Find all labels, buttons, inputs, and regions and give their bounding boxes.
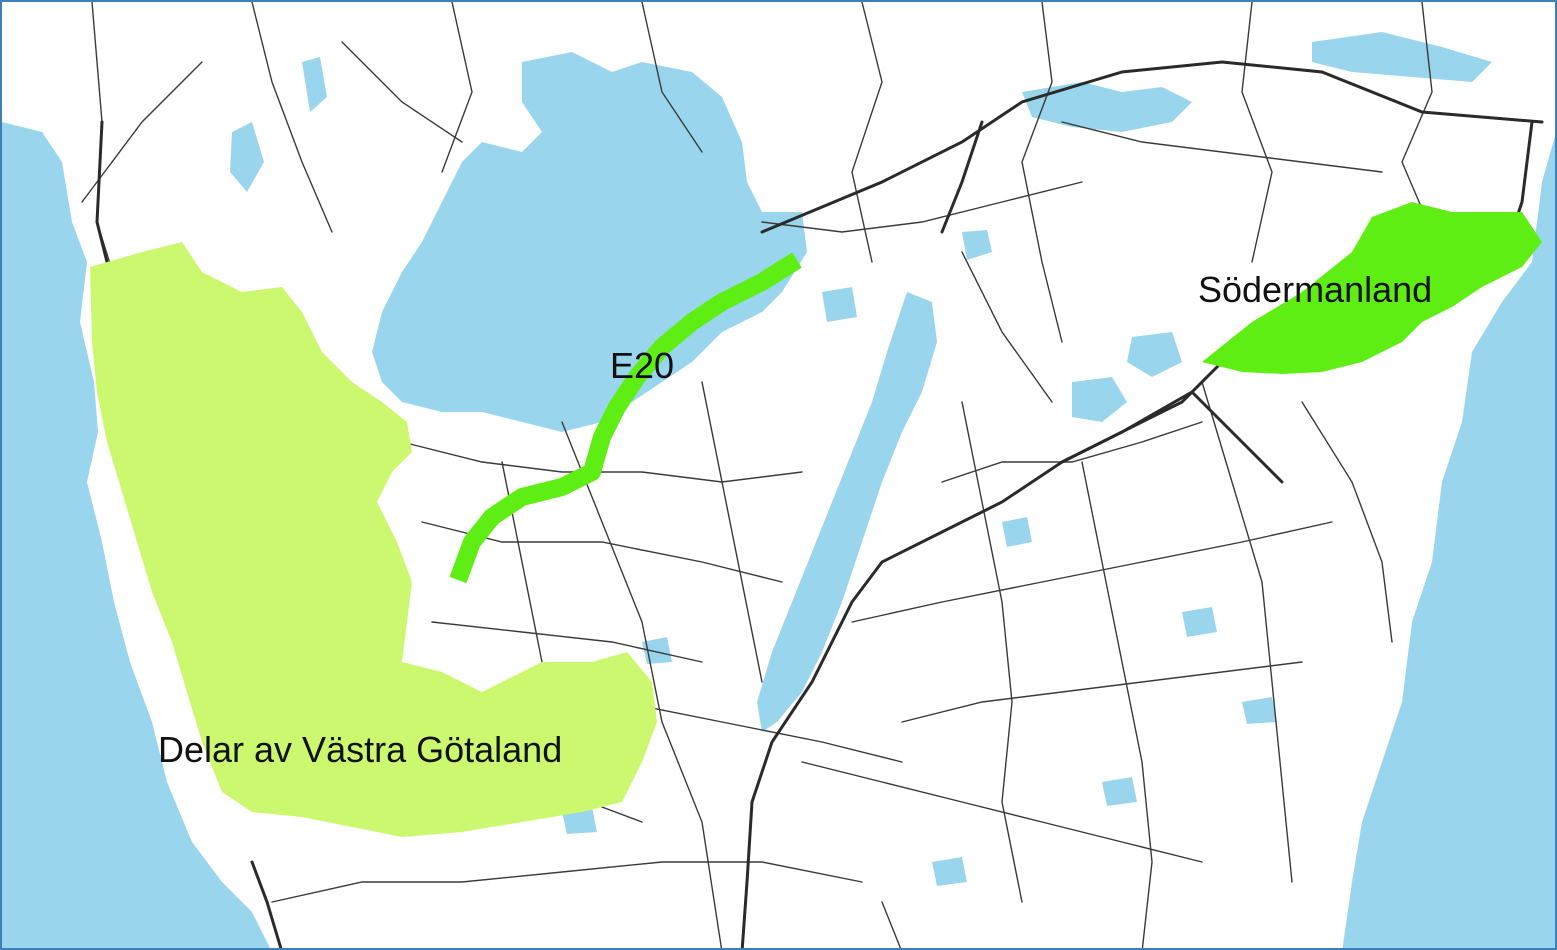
lake-vattern [757, 292, 937, 732]
lake-malaren [1312, 32, 1492, 82]
region-vastra-gotaland [90, 242, 657, 837]
lake-hjalmaren [1022, 82, 1192, 132]
east-sea [1342, 136, 1555, 948]
label-sodermanland: Södermanland [1198, 269, 1433, 310]
label-e20: E20 [610, 345, 675, 386]
label-vastra-gotaland: Delar av Västra Götaland [158, 729, 563, 770]
route-e20 [449, 252, 802, 584]
west-sea [2, 122, 270, 948]
region-sodermanland [1202, 202, 1542, 374]
lake-vanern [372, 52, 807, 432]
water-layer [2, 32, 1555, 948]
